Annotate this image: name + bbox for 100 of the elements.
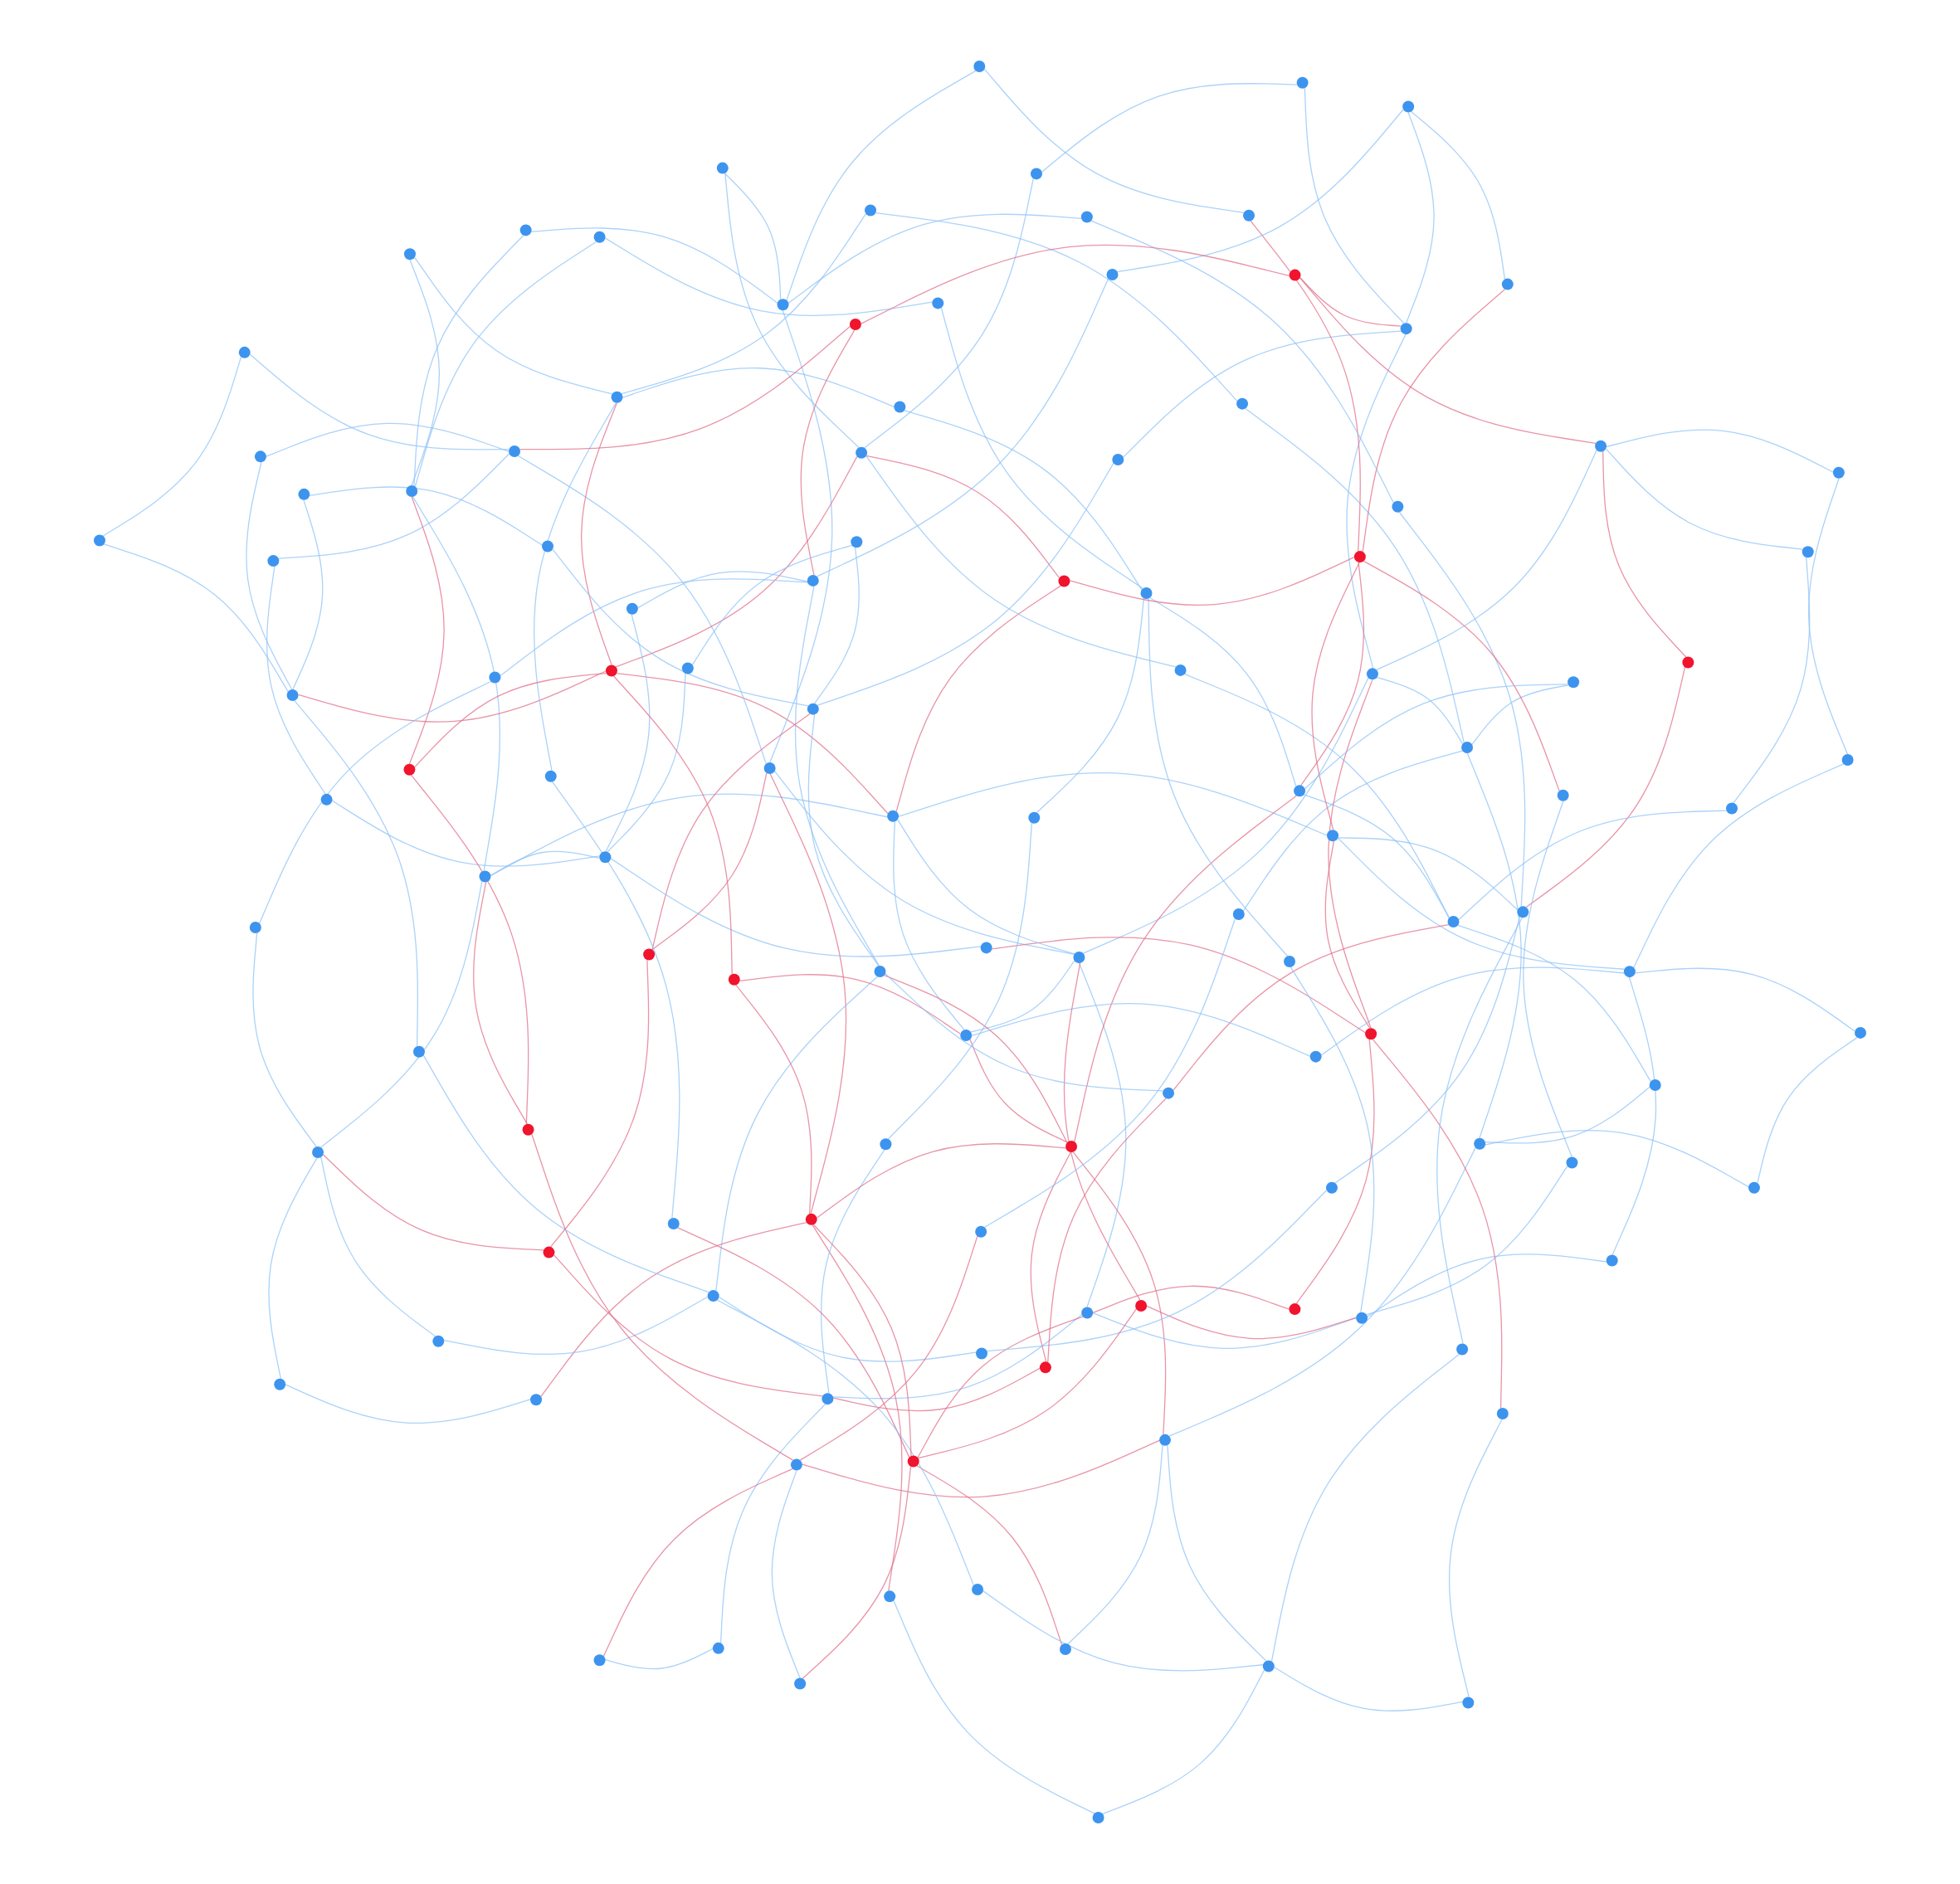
network-edge <box>1406 111 1435 324</box>
network-edge <box>604 237 934 316</box>
network-node <box>894 401 906 413</box>
network-edge <box>1602 450 1687 658</box>
network-edge <box>969 1039 1068 1143</box>
network-node <box>94 534 105 547</box>
network-node <box>712 1642 724 1654</box>
network-edge <box>266 422 510 457</box>
network-node <box>599 851 612 864</box>
network-edge <box>821 1149 885 1394</box>
network-node <box>976 1347 987 1360</box>
network-node <box>254 450 266 463</box>
network-edge <box>1069 557 1355 606</box>
network-edge <box>802 1439 1160 1498</box>
network-node <box>1356 1312 1368 1324</box>
network-node <box>1682 656 1694 669</box>
network-edge <box>1146 1305 1357 1340</box>
network-edge <box>893 820 965 1030</box>
network-edge <box>1303 794 1450 919</box>
network-edge <box>1635 967 1855 1032</box>
network-edge <box>1173 924 1450 1091</box>
network-node <box>1456 1343 1469 1356</box>
network-node <box>626 602 638 615</box>
network-edge <box>1410 110 1506 280</box>
network-node <box>972 1584 984 1596</box>
network-node <box>1092 1812 1104 1823</box>
network-edge <box>278 453 510 559</box>
network-edge <box>1148 597 1289 957</box>
network-edge <box>865 455 1177 668</box>
network-node <box>794 1677 807 1690</box>
network-node <box>1748 1181 1760 1194</box>
network-edge <box>651 713 811 951</box>
network-node <box>777 299 789 311</box>
network-edge <box>292 499 324 690</box>
network-edge <box>102 356 242 537</box>
network-edge <box>1611 976 1657 1256</box>
network-edge <box>531 1133 794 1461</box>
network-edge <box>1346 333 1407 669</box>
network-edge <box>769 309 833 763</box>
network-edge <box>1448 1419 1503 1698</box>
network-edge <box>1485 1086 1650 1144</box>
network-node <box>1462 1697 1475 1709</box>
network-node <box>1474 1137 1486 1150</box>
network-node <box>238 346 251 358</box>
network-node <box>1726 802 1738 815</box>
network-edge <box>1149 596 1297 787</box>
network-edge <box>917 1316 1084 1458</box>
network-node <box>593 231 606 243</box>
network-edge <box>1245 407 1465 743</box>
network-edge <box>1299 277 1402 327</box>
network-edge <box>637 571 808 609</box>
network-edge <box>651 772 768 951</box>
network-edge <box>1063 962 1141 1301</box>
network-node <box>1841 754 1854 767</box>
network-node <box>1028 811 1041 824</box>
network-node <box>887 810 900 822</box>
network-edge <box>895 585 1061 812</box>
network-node <box>1039 1361 1051 1374</box>
network-edge <box>1078 962 1127 1308</box>
network-node <box>1517 906 1529 918</box>
network-node <box>286 689 299 701</box>
network-node <box>1065 1141 1078 1152</box>
network-edge <box>540 1222 807 1398</box>
network-node <box>1365 1028 1377 1040</box>
network-edge <box>553 1254 823 1397</box>
network-edge <box>268 1157 318 1380</box>
network-node <box>681 662 694 674</box>
network-edge <box>718 1296 977 1362</box>
network-edge <box>769 773 847 1215</box>
network-edge <box>983 68 1245 213</box>
network-edge <box>893 1599 1095 1814</box>
network-node <box>611 391 623 403</box>
network-node <box>1568 676 1580 689</box>
network-edge <box>715 976 878 1292</box>
network-edge <box>724 173 782 300</box>
network-edge <box>519 325 851 450</box>
network-edge <box>1337 837 1626 970</box>
network-node <box>593 1654 606 1667</box>
network-node <box>1262 1660 1275 1672</box>
network-edge <box>1808 478 1849 755</box>
network-node <box>805 1213 817 1225</box>
network-edge <box>1457 924 1651 1083</box>
network-edge <box>604 1648 714 1670</box>
network-edge <box>473 881 528 1125</box>
network-node <box>1595 440 1607 452</box>
network-edge <box>1082 677 1369 954</box>
network-node <box>1236 397 1249 410</box>
network-edge <box>1274 1667 1464 1711</box>
network-edge <box>409 259 441 486</box>
network-edge <box>1116 109 1404 273</box>
network-node <box>790 1458 802 1471</box>
network-edge <box>411 774 529 1125</box>
network-edge <box>1290 966 1375 1313</box>
network-node <box>980 942 992 954</box>
network-edge <box>103 543 289 693</box>
network-node <box>728 973 740 986</box>
network-node <box>479 870 491 883</box>
network-edge <box>294 699 419 1047</box>
network-node <box>1832 466 1845 479</box>
network-node <box>1073 952 1085 964</box>
